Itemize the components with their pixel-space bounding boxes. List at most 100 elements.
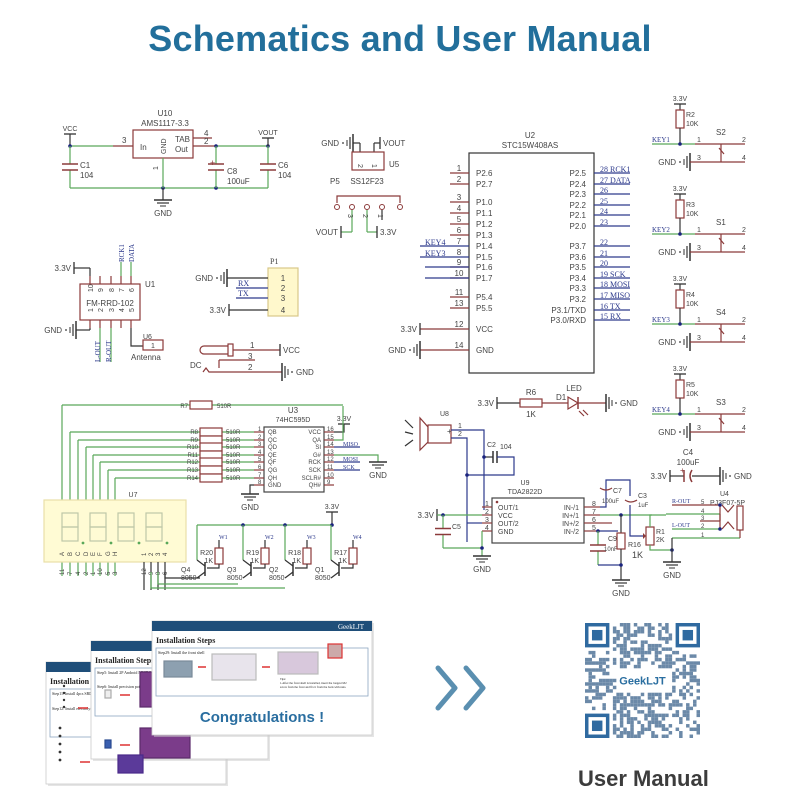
digit-label: 2 (149, 552, 155, 556)
segment-label: G (106, 551, 112, 556)
digit-label: 3 (156, 552, 162, 556)
qr-module (612, 696, 617, 700)
ground-icon (679, 423, 691, 441)
resistor-ref: R20 (200, 550, 213, 557)
qr-module (623, 629, 627, 634)
segment-pin: 1 (91, 571, 97, 575)
ground-icon (679, 333, 691, 351)
bullet (58, 758, 62, 762)
qr-module (686, 706, 690, 711)
mcu-chip (468, 152, 595, 374)
step-title: Step12: Install electrolytic (52, 706, 94, 711)
c7-ref: C7 (613, 488, 622, 495)
base-resistor (302, 547, 312, 565)
qr-module (598, 678, 603, 683)
resistor-ref: R17 (334, 550, 347, 557)
qr-module (626, 629, 631, 634)
regulator-block: U10AMS1117-3.3InTABOutGND3421VCCC1104GND… (62, 109, 292, 218)
pin-name: P1.7 (476, 274, 493, 283)
qr-module (651, 734, 655, 738)
pin-name: QC (268, 438, 278, 444)
qr-module (651, 661, 655, 665)
qr-module (644, 727, 648, 732)
pin-num: 10 (327, 473, 334, 479)
qr-module (588, 699, 592, 704)
qr-module (640, 703, 645, 707)
page-title: Schematics and User Manual (148, 18, 652, 59)
header-ref: P1 (270, 257, 278, 266)
qr-module (693, 720, 697, 725)
segment-pin: 10 (98, 568, 104, 575)
qr-module (623, 623, 627, 627)
qr-module (585, 657, 589, 662)
pin-name: P2.1 (570, 211, 587, 220)
r16-resistor (616, 532, 626, 550)
qr-module (585, 661, 589, 665)
pin-net: 24 (600, 207, 608, 216)
qr-module (605, 650, 610, 655)
segment-resistor (199, 457, 223, 467)
regulator-chip (132, 129, 194, 159)
qr-module (686, 724, 690, 728)
light-ray (578, 410, 585, 417)
mcu-part: STC15W408AS (502, 141, 558, 150)
pin-num: 2 (356, 164, 363, 168)
pin-num: 11 (455, 288, 464, 297)
qr-module (640, 724, 645, 728)
net-label: R-OUT (105, 340, 113, 362)
c6-ref: C6 (278, 161, 289, 170)
switch-contact (379, 204, 385, 210)
qr-module (637, 696, 641, 700)
resistor-value: 510R (217, 404, 232, 410)
pin-name: P1.0 (476, 198, 493, 207)
pin-num: 7 (258, 473, 262, 479)
key-net-label: KEY1 (652, 136, 670, 144)
qr-module (696, 661, 700, 665)
pin-name: P2.2 (570, 201, 587, 210)
qr-module (672, 689, 676, 693)
antenna-label: Antenna (131, 353, 161, 362)
amp-part: TDA2822D (508, 489, 543, 496)
pin-name: GND (498, 529, 514, 536)
ground-icon (473, 555, 491, 563)
page-heading: Installation Steps (50, 677, 109, 686)
qr-module (633, 623, 638, 627)
pin-num: 14 (327, 442, 334, 448)
qr-module (637, 647, 641, 651)
qr-module (651, 703, 655, 707)
pin-name: IN+/1 (562, 513, 579, 520)
qr-module (626, 661, 631, 665)
switch-lever (718, 417, 725, 425)
qr-module (693, 668, 697, 672)
qr-module (654, 713, 659, 718)
ground-label: GND (658, 338, 676, 347)
pin-num: 10 (455, 269, 464, 278)
qr-module (640, 731, 645, 735)
qr-module (689, 654, 694, 658)
wire (295, 564, 308, 569)
qr-module (661, 724, 666, 728)
rail-label: 3.3V (380, 228, 397, 237)
light-ray (582, 409, 589, 416)
qr-module (682, 657, 687, 662)
pin-name: P3.2 (570, 295, 587, 304)
digit-driver-block: 3.3VW1R201KQ48050W2R191KQ38050W3R181KQ28… (181, 504, 362, 582)
qr-module (658, 633, 662, 637)
net-label: R-OUT (672, 499, 691, 505)
pin-num: 4 (281, 306, 286, 315)
resistor-value: 1K (250, 558, 259, 565)
transistor-collector (196, 559, 206, 567)
qr-module (696, 710, 700, 714)
c5-capacitor (435, 515, 451, 548)
pullup-resistor (675, 289, 685, 309)
qr-module (647, 643, 652, 648)
ground-icon (719, 467, 731, 485)
qr-module (616, 727, 620, 732)
qr-module (651, 692, 655, 697)
decimal-point (165, 541, 169, 545)
pin-num: 3 (697, 425, 701, 432)
pin-name: QE (268, 453, 277, 459)
qr-module (682, 675, 687, 679)
qr-module (623, 727, 627, 732)
